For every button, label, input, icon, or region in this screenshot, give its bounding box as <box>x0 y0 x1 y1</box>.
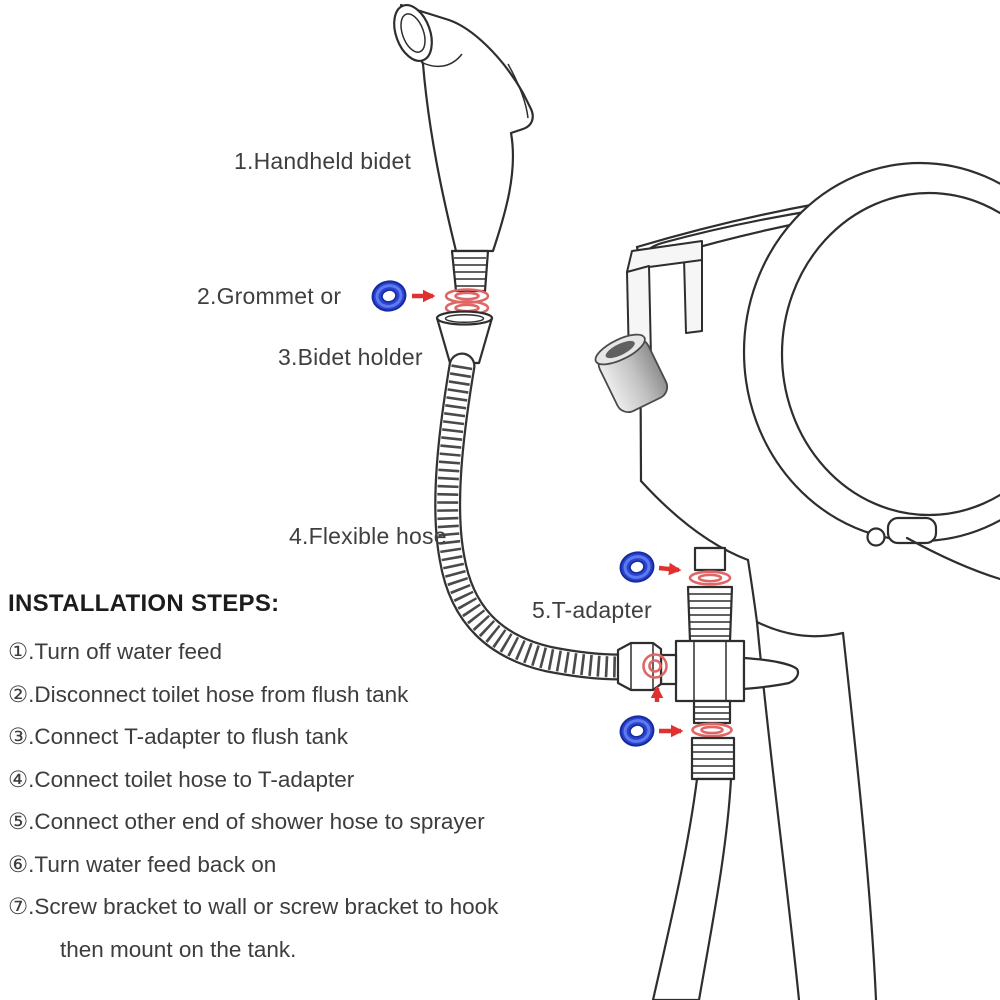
label-t-adapter: 5.T-adapter <box>532 597 652 623</box>
red-washer-rings-icon <box>691 722 733 738</box>
bidet-holder-drawing <box>435 310 494 365</box>
red-washer-rings-icon <box>642 653 668 679</box>
teflon-tape-roll-icon <box>619 551 655 583</box>
step-3: ③.Connect T-adapter to flush tank <box>8 724 348 749</box>
label-grommet: 2.Grommet or <box>197 283 342 309</box>
step-4: ④.Connect toilet hose to T-adapter <box>8 766 355 792</box>
hose-nut-drawing <box>616 641 668 692</box>
teflon-tape-roll-icon <box>371 280 407 312</box>
sprayer-holder-drawing <box>594 333 669 414</box>
toilet-drawing <box>635 161 1000 1000</box>
label-bidet-holder: 3.Bidet holder <box>278 344 423 370</box>
flexible-hose-drawing <box>434 352 634 681</box>
teflon-tape-roll-icon <box>619 715 655 747</box>
red-arrow-icon <box>412 289 684 738</box>
installation-steps: INSTALLATION STEPS: ①.Turn off water fee… <box>8 590 498 971</box>
step-5: ⑤.Connect other end of shower hose to sp… <box>8 809 485 834</box>
step-6: ⑥.Turn water feed back on <box>8 851 277 877</box>
step-7-continued: then mount on the tank. <box>60 936 297 962</box>
label-flexible-hose: 4.Flexible hose <box>289 523 447 549</box>
step-7: ⑦.Screw bracket to wall or screw bracket… <box>8 894 499 919</box>
red-washer-rings-icon <box>688 570 732 586</box>
t-adapter-drawing <box>651 546 800 1000</box>
step-2: ②.Disconnect toilet hose from flush tank <box>8 681 409 707</box>
handheld-bidet-drawing <box>393 3 534 293</box>
step-1: ①.Turn off water feed <box>8 639 223 664</box>
water-supply-hose-drawing <box>651 777 733 1000</box>
steps-heading: INSTALLATION STEPS: <box>8 590 280 617</box>
label-handheld-bidet: 1.Handheld bidet <box>234 148 412 174</box>
